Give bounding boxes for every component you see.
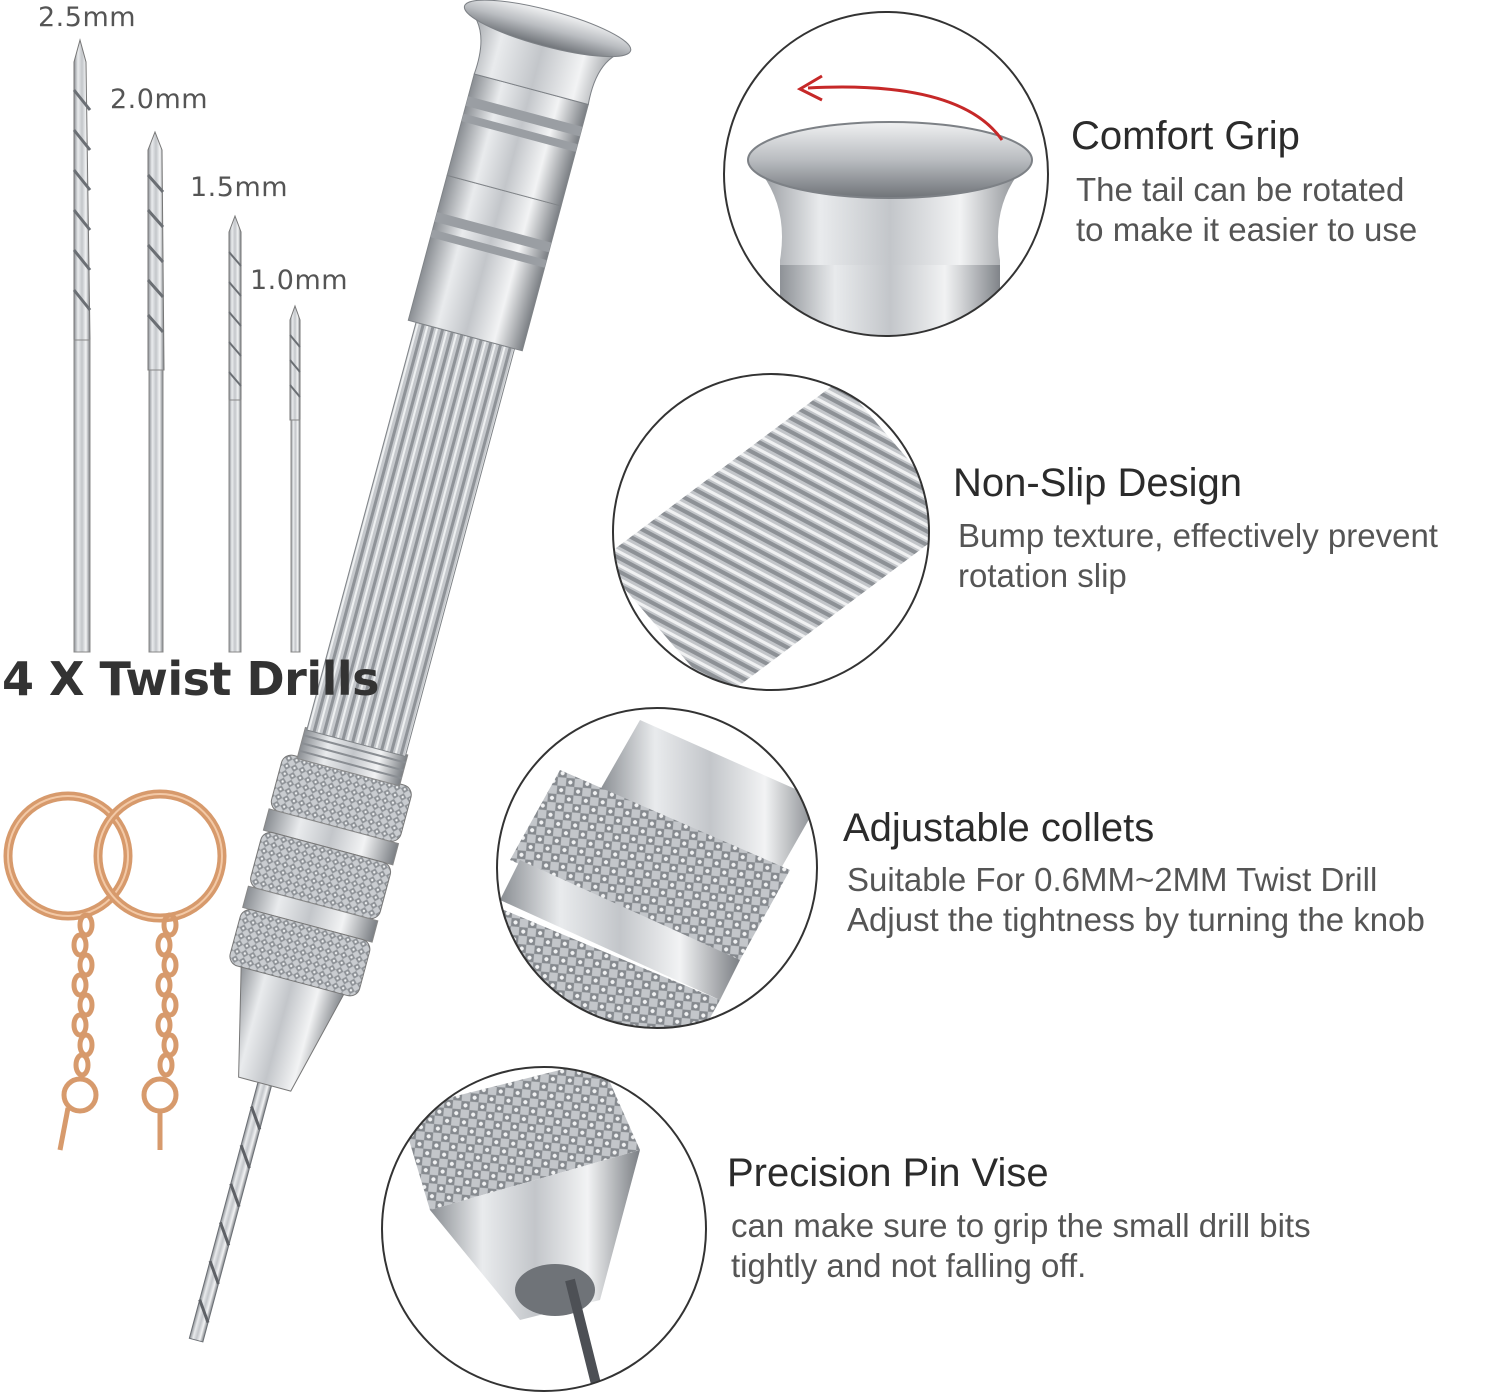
drill-size-label: 2.5mm [38,2,137,33]
rotate-arrow-icon [807,85,1004,141]
key-rings [3,789,227,1151]
feature-desc-line: rotation slip [958,557,1127,594]
detail-circle-pin-vise [381,1066,707,1392]
detail-circle-non-slip [612,373,930,691]
feature-desc-line: tightly and not falling off. [731,1247,1087,1284]
drill-size-label: 1.5mm [190,172,289,203]
pin-vise-tool [188,0,632,1343]
feature-desc-line: can make sure to grip the small drill bi… [731,1207,1311,1244]
feature-title-non-slip: Non-Slip Design [953,461,1243,505]
feature-desc-line: Adjust the tightness by turning the knob [847,901,1425,938]
feature-desc-line: to make it easier to use [1076,211,1418,248]
drill-bit-2-0mm [146,130,165,653]
feature-desc-line: The tail can be rotated [1076,171,1405,208]
drill-bit-1-0mm [289,304,301,653]
feature-desc-line: Bump texture, effectively prevent [958,517,1438,554]
detail-circle-collets [496,707,818,1029]
drill-size-label: 2.0mm [110,84,209,115]
drill-bit-2-5mm [72,38,92,653]
feature-title-collets: Adjustable collets [843,806,1155,850]
feature-title-comfort-grip: Comfort Grip [1071,114,1300,158]
detail-circle-comfort-grip [723,11,1049,337]
drill-size-label: 1.0mm [250,265,349,296]
twist-drills-headline: 4 X Twist Drills [2,652,380,706]
drill-bit-1-5mm [228,214,242,653]
feature-title-pin-vise: Precision Pin Vise [727,1151,1049,1195]
feature-desc-line: Suitable For 0.6MM~2MM Twist Drill [847,861,1378,898]
twist-drill-bits [72,38,301,653]
